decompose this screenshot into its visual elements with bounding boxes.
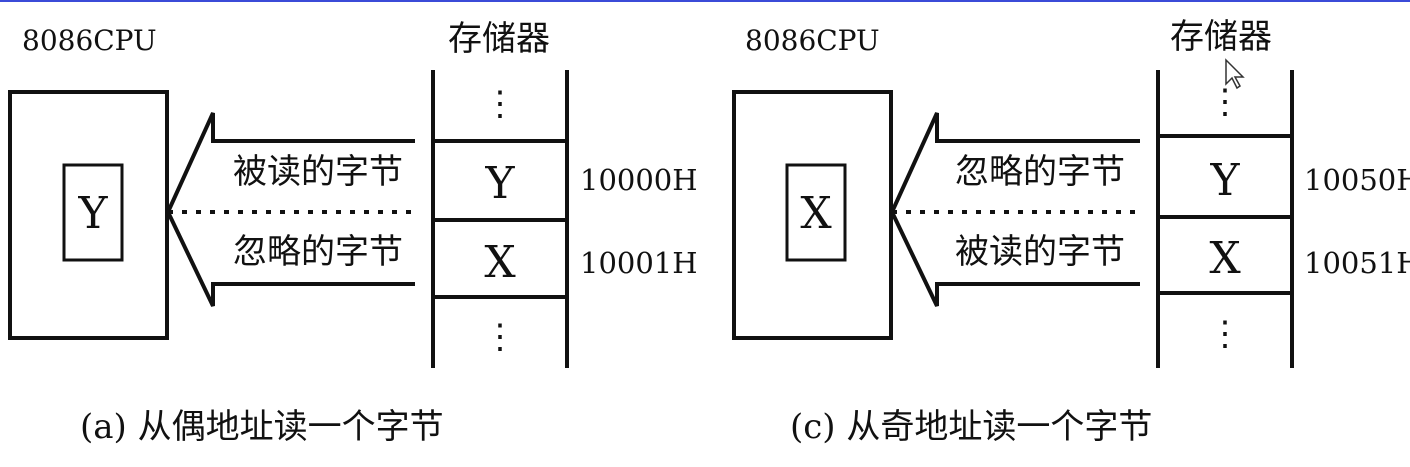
panel-c: 8086CPU 存储器 X 忽略的字节 被读的字节 ⋮ Y X ⋮ 10050H… bbox=[732, 17, 1410, 447]
address-lower: 10001H bbox=[580, 246, 698, 280]
panel-caption: (c) 从奇地址读一个字节 bbox=[790, 407, 1152, 447]
panel-caption: (a) 从偶地址读一个字节 bbox=[80, 407, 444, 447]
top-arrow-label: 忽略的字节 bbox=[955, 152, 1125, 192]
memory-label: 存储器 bbox=[448, 19, 550, 59]
ellipsis-top: ⋮ bbox=[1208, 82, 1242, 122]
ellipsis-bottom: ⋮ bbox=[1208, 314, 1242, 354]
address-lower: 10051H bbox=[1304, 246, 1410, 280]
register-box bbox=[62, 163, 124, 262]
cpu-box bbox=[8, 90, 169, 340]
panel-a: 8086CPU 存储器 Y 被读的字节 忽略的字节 ⋮ Y X ⋮ 10000H… bbox=[8, 19, 698, 447]
memory-cell-upper: Y bbox=[1209, 155, 1240, 206]
memory-label: 存储器 bbox=[1170, 17, 1272, 57]
data-arrow bbox=[889, 112, 1140, 307]
register-value: Y bbox=[77, 188, 108, 239]
bottom-arrow-label: 被读的字节 bbox=[955, 232, 1125, 272]
memory-cell-lower: X bbox=[1209, 233, 1241, 284]
window-top-border bbox=[0, 0, 1410, 2]
ellipsis-bottom: ⋮ bbox=[483, 317, 517, 357]
register-box bbox=[785, 163, 847, 262]
top-arrow-label: 被读的字节 bbox=[233, 152, 403, 192]
cpu-label: 8086CPU bbox=[22, 24, 157, 57]
memory-cell-upper: Y bbox=[484, 158, 515, 209]
bottom-arrow-label: 忽略的字节 bbox=[233, 232, 403, 272]
register-value: X bbox=[800, 188, 832, 239]
address-upper: 10050H bbox=[1304, 163, 1410, 197]
data-arrow bbox=[165, 112, 415, 307]
memory-cell-lower: X bbox=[484, 237, 516, 288]
address-upper: 10000H bbox=[580, 163, 698, 197]
ellipsis-top: ⋮ bbox=[483, 84, 517, 124]
mouse-cursor-icon bbox=[1225, 58, 1245, 90]
cpu-label: 8086CPU bbox=[745, 24, 880, 57]
cpu-box bbox=[732, 90, 893, 340]
